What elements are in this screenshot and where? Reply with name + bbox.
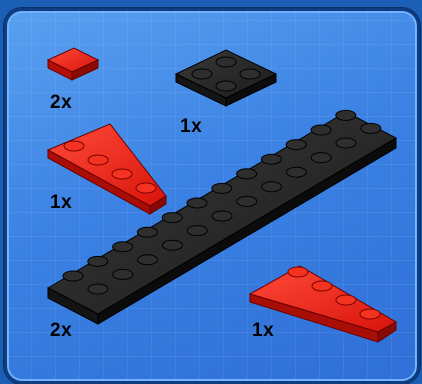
stud xyxy=(262,182,282,192)
stud xyxy=(336,138,356,148)
stud xyxy=(137,227,157,237)
stud xyxy=(88,256,108,266)
stud xyxy=(88,284,108,294)
stud xyxy=(113,242,133,252)
stud xyxy=(212,211,232,221)
quantity-label: 1x xyxy=(180,116,202,138)
stud xyxy=(212,183,232,193)
stud xyxy=(237,196,257,206)
quantity-label: 2x xyxy=(50,92,72,114)
stud xyxy=(138,255,158,265)
quantity-label: 1x xyxy=(50,192,72,214)
stud xyxy=(336,110,356,120)
stud xyxy=(162,213,182,223)
quantity-label: 1x xyxy=(252,320,274,342)
black-plate-2x2 xyxy=(176,50,276,106)
stud xyxy=(286,140,306,150)
stud xyxy=(311,153,331,163)
stud xyxy=(63,271,83,281)
stud xyxy=(361,123,381,133)
stud xyxy=(113,269,133,279)
stud xyxy=(162,240,182,250)
red-plate-1x1 xyxy=(48,48,98,80)
stud xyxy=(237,169,257,179)
stud xyxy=(187,226,207,236)
stud xyxy=(311,125,331,135)
stud xyxy=(187,198,207,208)
quantity-label: 2x xyxy=(50,320,72,342)
stud xyxy=(286,167,306,177)
stud xyxy=(261,154,281,164)
